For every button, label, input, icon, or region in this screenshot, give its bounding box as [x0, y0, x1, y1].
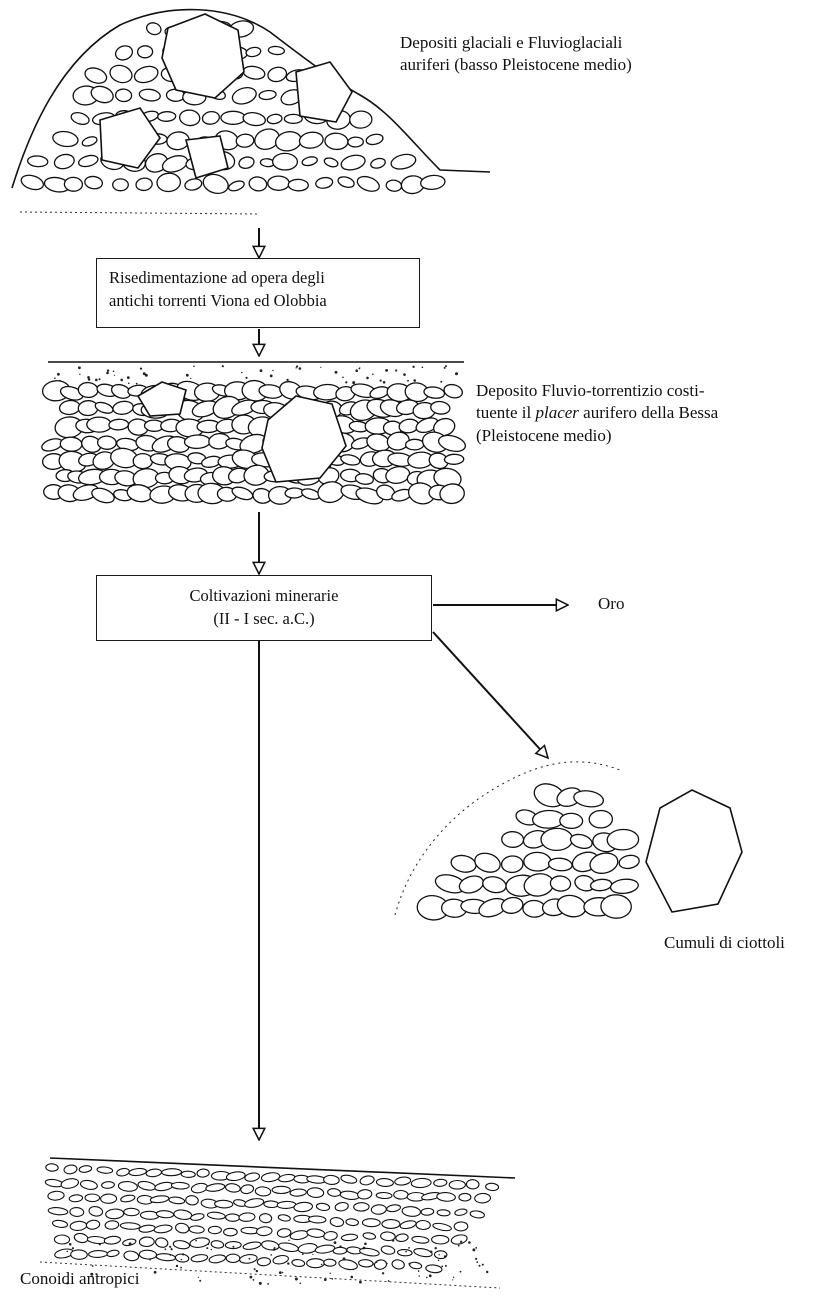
glacial-label-line-2: auriferi (basso Pleistocene medio) — [400, 54, 632, 76]
resedimentation-line-2: antichi torrenti Viona ed Olobbia — [109, 289, 419, 312]
anthropic-fans-label: Conoidi antropici — [20, 1268, 139, 1290]
fluvial-label-line-1: Deposito Fluvio-torrentizio costi- — [476, 380, 718, 402]
fluvial-line-2-suffix: aurifero della Bessa — [579, 403, 718, 422]
placer-term: placer — [535, 403, 578, 422]
cobble-piles-label: Cumuli di ciottoli — [664, 932, 785, 954]
fluvial-label-line-3: (Pleistocene medio) — [476, 425, 718, 447]
arrow-mining-to-cobbles — [433, 632, 548, 758]
glacial-label-line-1: Depositi glaciali e Fluvioglaciali — [400, 32, 632, 54]
gold-label: Oro — [598, 593, 624, 615]
mining-box: Coltivazioni minerarie (II - I sec. a.C.… — [96, 575, 432, 641]
resedimentation-line-1: Risedimentazione ad opera degli — [109, 266, 419, 289]
fluvial-line-2-prefix: tuente il — [476, 403, 535, 422]
fluvial-deposit-label: Deposito Fluvio-torrentizio costi- tuent… — [476, 380, 718, 447]
connectors — [259, 228, 568, 1140]
mining-line-2: (II - I sec. a.C.) — [97, 607, 431, 630]
fluvial-label-line-2: tuente il placer aurifero della Bessa — [476, 402, 718, 424]
resedimentation-box: Risedimentazione ad opera degli antichi … — [96, 258, 420, 328]
glacial-deposits-label: Depositi glaciali e Fluvioglaciali aurif… — [400, 32, 632, 77]
cobble-pile-drawing — [395, 762, 742, 922]
fluvial-deposit-drawing — [40, 362, 467, 507]
mining-line-1: Coltivazioni minerarie — [97, 584, 431, 607]
